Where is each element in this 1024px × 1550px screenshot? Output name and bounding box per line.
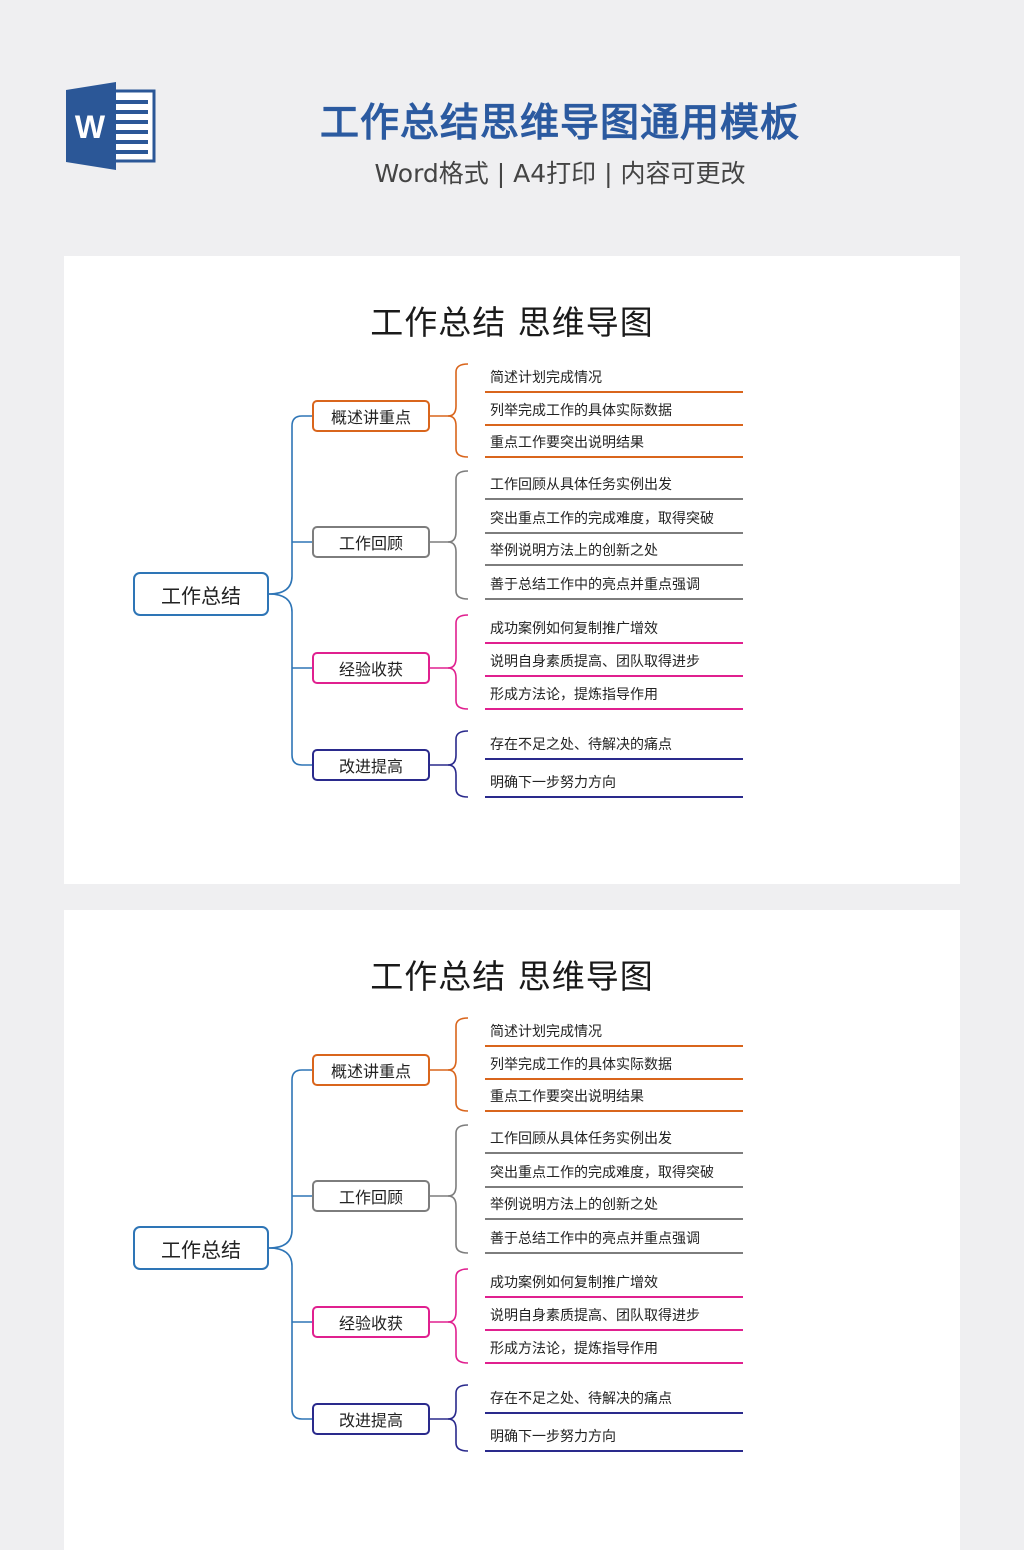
brace [447, 764, 469, 798]
root-connector [268, 415, 312, 595]
leaf-item: 形成方法论，提炼指导作用 [485, 680, 743, 710]
brace [447, 1069, 469, 1112]
leaf-item: 列举完成工作的具体实际数据 [485, 396, 743, 426]
brace [430, 1124, 469, 1197]
root-node: 工作总结 [133, 572, 269, 616]
branch-node: 工作回顾 [312, 1180, 430, 1212]
leaf-item: 举例说明方法上的创新之处 [485, 536, 743, 566]
leaf-item: 明确下一步努力方向 [485, 768, 743, 798]
brace [430, 363, 469, 417]
leaf-item: 工作回顾从具体任务实例出发 [485, 1124, 743, 1154]
leaf-item: 善于总结工作中的亮点并重点强调 [485, 570, 743, 600]
brace [430, 1384, 469, 1420]
leaf-item: 存在不足之处、待解决的痛点 [485, 730, 743, 760]
leaf-item: 说明自身素质提高、团队取得进步 [485, 1301, 743, 1331]
root-connector [268, 1247, 312, 1420]
brace [447, 541, 469, 600]
root-connector [268, 593, 312, 766]
branch-node: 改进提高 [312, 1403, 430, 1435]
brace [447, 1321, 469, 1364]
svg-text:W: W [75, 109, 106, 145]
branch-node: 概述讲重点 [312, 1054, 430, 1086]
leaf-item: 善于总结工作中的亮点并重点强调 [485, 1224, 743, 1254]
leaf-item: 简述计划完成情况 [485, 1017, 743, 1047]
brace [447, 1418, 469, 1452]
connector-lines [268, 1017, 469, 1452]
leaf-item: 形成方法论，提炼指导作用 [485, 1334, 743, 1364]
card-title: 工作总结 思维导图 [370, 957, 654, 996]
brace [430, 470, 469, 543]
leaf-item: 列举完成工作的具体实际数据 [485, 1050, 743, 1080]
brace [430, 730, 469, 766]
page-title: 工作总结思维导图通用模板 [319, 101, 800, 146]
branch-node: 改进提高 [312, 749, 430, 781]
brace [430, 614, 469, 669]
mindmap-card-1: 工作总结 思维导图工作总结 概述讲重点 简述计划完成情况列举完成工作的具体实际数据重… [64, 256, 960, 884]
leaf-item: 成功案例如何复制推广增效 [485, 1268, 743, 1298]
leaf-item: 明确下一步努力方向 [485, 1422, 743, 1452]
mindmap-card-2: 工作总结 思维导图工作总结 概述讲重点 简述计划完成情况列举完成工作的具体实际数据重… [64, 910, 960, 1550]
connector-lines [268, 363, 469, 798]
branch-node: 经验收获 [312, 652, 430, 684]
root-connector [268, 1069, 312, 1249]
brace [430, 1017, 469, 1071]
leaf-item: 重点工作要突出说明结果 [485, 1082, 743, 1112]
brace [447, 1195, 469, 1254]
branch-node: 概述讲重点 [312, 400, 430, 432]
leaf-item: 重点工作要突出说明结果 [485, 428, 743, 458]
word-icon: W [64, 82, 156, 170]
branch-node: 工作回顾 [312, 526, 430, 558]
leaf-item: 工作回顾从具体任务实例出发 [485, 470, 743, 500]
leaf-item: 说明自身素质提高、团队取得进步 [485, 647, 743, 677]
leaf-item: 突出重点工作的完成难度，取得突破 [485, 504, 743, 534]
branch-node: 经验收获 [312, 1306, 430, 1338]
card-title: 工作总结 思维导图 [370, 303, 654, 342]
leaf-item: 成功案例如何复制推广增效 [485, 614, 743, 644]
leaf-item: 存在不足之处、待解决的痛点 [485, 1384, 743, 1414]
leaf-item: 突出重点工作的完成难度，取得突破 [485, 1158, 743, 1188]
page-subtitle: Word格式 | A4打印 | 内容可更改 [374, 159, 746, 188]
brace [430, 1268, 469, 1323]
leaf-item: 简述计划完成情况 [485, 363, 743, 393]
leaf-item: 举例说明方法上的创新之处 [485, 1190, 743, 1220]
root-node: 工作总结 [133, 1226, 269, 1270]
brace [447, 415, 469, 458]
brace [447, 667, 469, 710]
